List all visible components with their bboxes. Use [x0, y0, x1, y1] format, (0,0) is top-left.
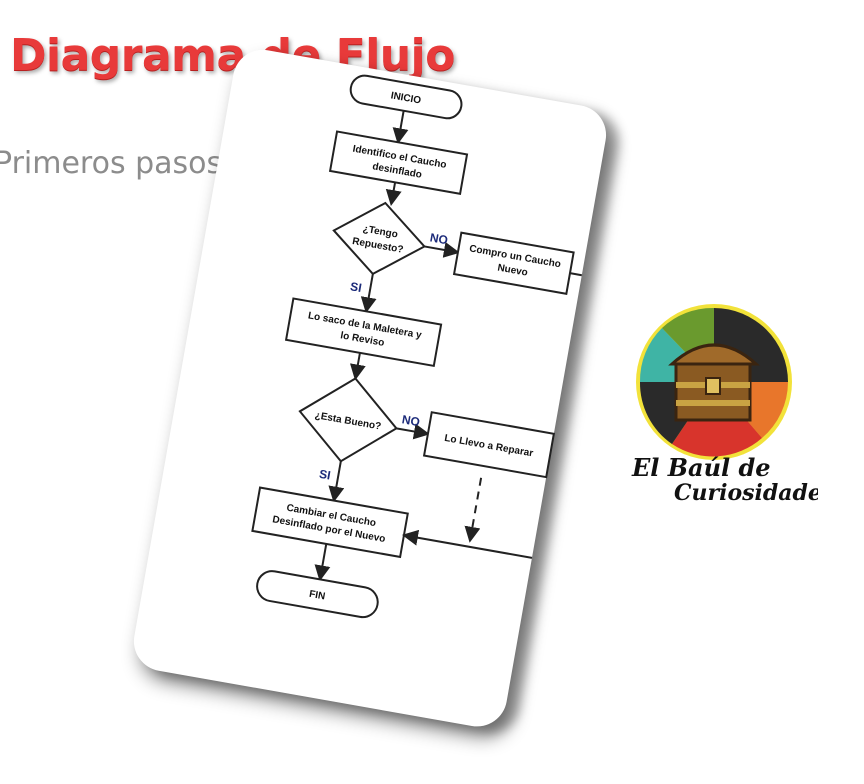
connector	[424, 242, 460, 258]
process-buy-new-line2: Nuevo	[497, 263, 529, 279]
connector-buy-new-return	[569, 272, 582, 277]
end-label: FIN	[308, 589, 326, 603]
connector	[392, 110, 409, 145]
decision-good-no-label: NO	[401, 412, 421, 429]
treasure-chest-icon	[668, 343, 760, 422]
flowchart: INICIO Identifico el Caucho desinflado ¿…	[251, 74, 582, 619]
connector	[396, 423, 430, 440]
decision-spare-no-label: NO	[429, 230, 449, 247]
flowchart-card: INICIO Identifico el Caucho desinflado ¿…	[129, 45, 611, 732]
process-repair	[422, 411, 556, 479]
flowchart-card-wrap: INICIO Identifico el Caucho desinflado ¿…	[129, 45, 611, 732]
connector-repair-dashed	[464, 477, 483, 543]
connector	[349, 352, 366, 381]
decision-spare	[332, 201, 427, 276]
logo-text-line1: El Baúl de	[631, 453, 771, 482]
decision-good-yes-label: SI	[318, 467, 332, 483]
start-terminal	[349, 74, 463, 120]
connector	[328, 461, 345, 503]
decision-spare-yes-label: SI	[349, 279, 363, 295]
el-baul-de-curiosidades-logo: El Baúl de Curiosidades	[631, 304, 818, 504]
connector	[360, 273, 377, 314]
end-terminal	[256, 570, 379, 619]
logo-text-line2: Curiosidades	[674, 480, 818, 504]
connector	[385, 182, 402, 207]
start-label: INICIO	[390, 90, 422, 106]
slide-subtitle: Primeros pasos	[0, 146, 223, 181]
connector	[314, 543, 331, 582]
connector	[401, 529, 533, 559]
